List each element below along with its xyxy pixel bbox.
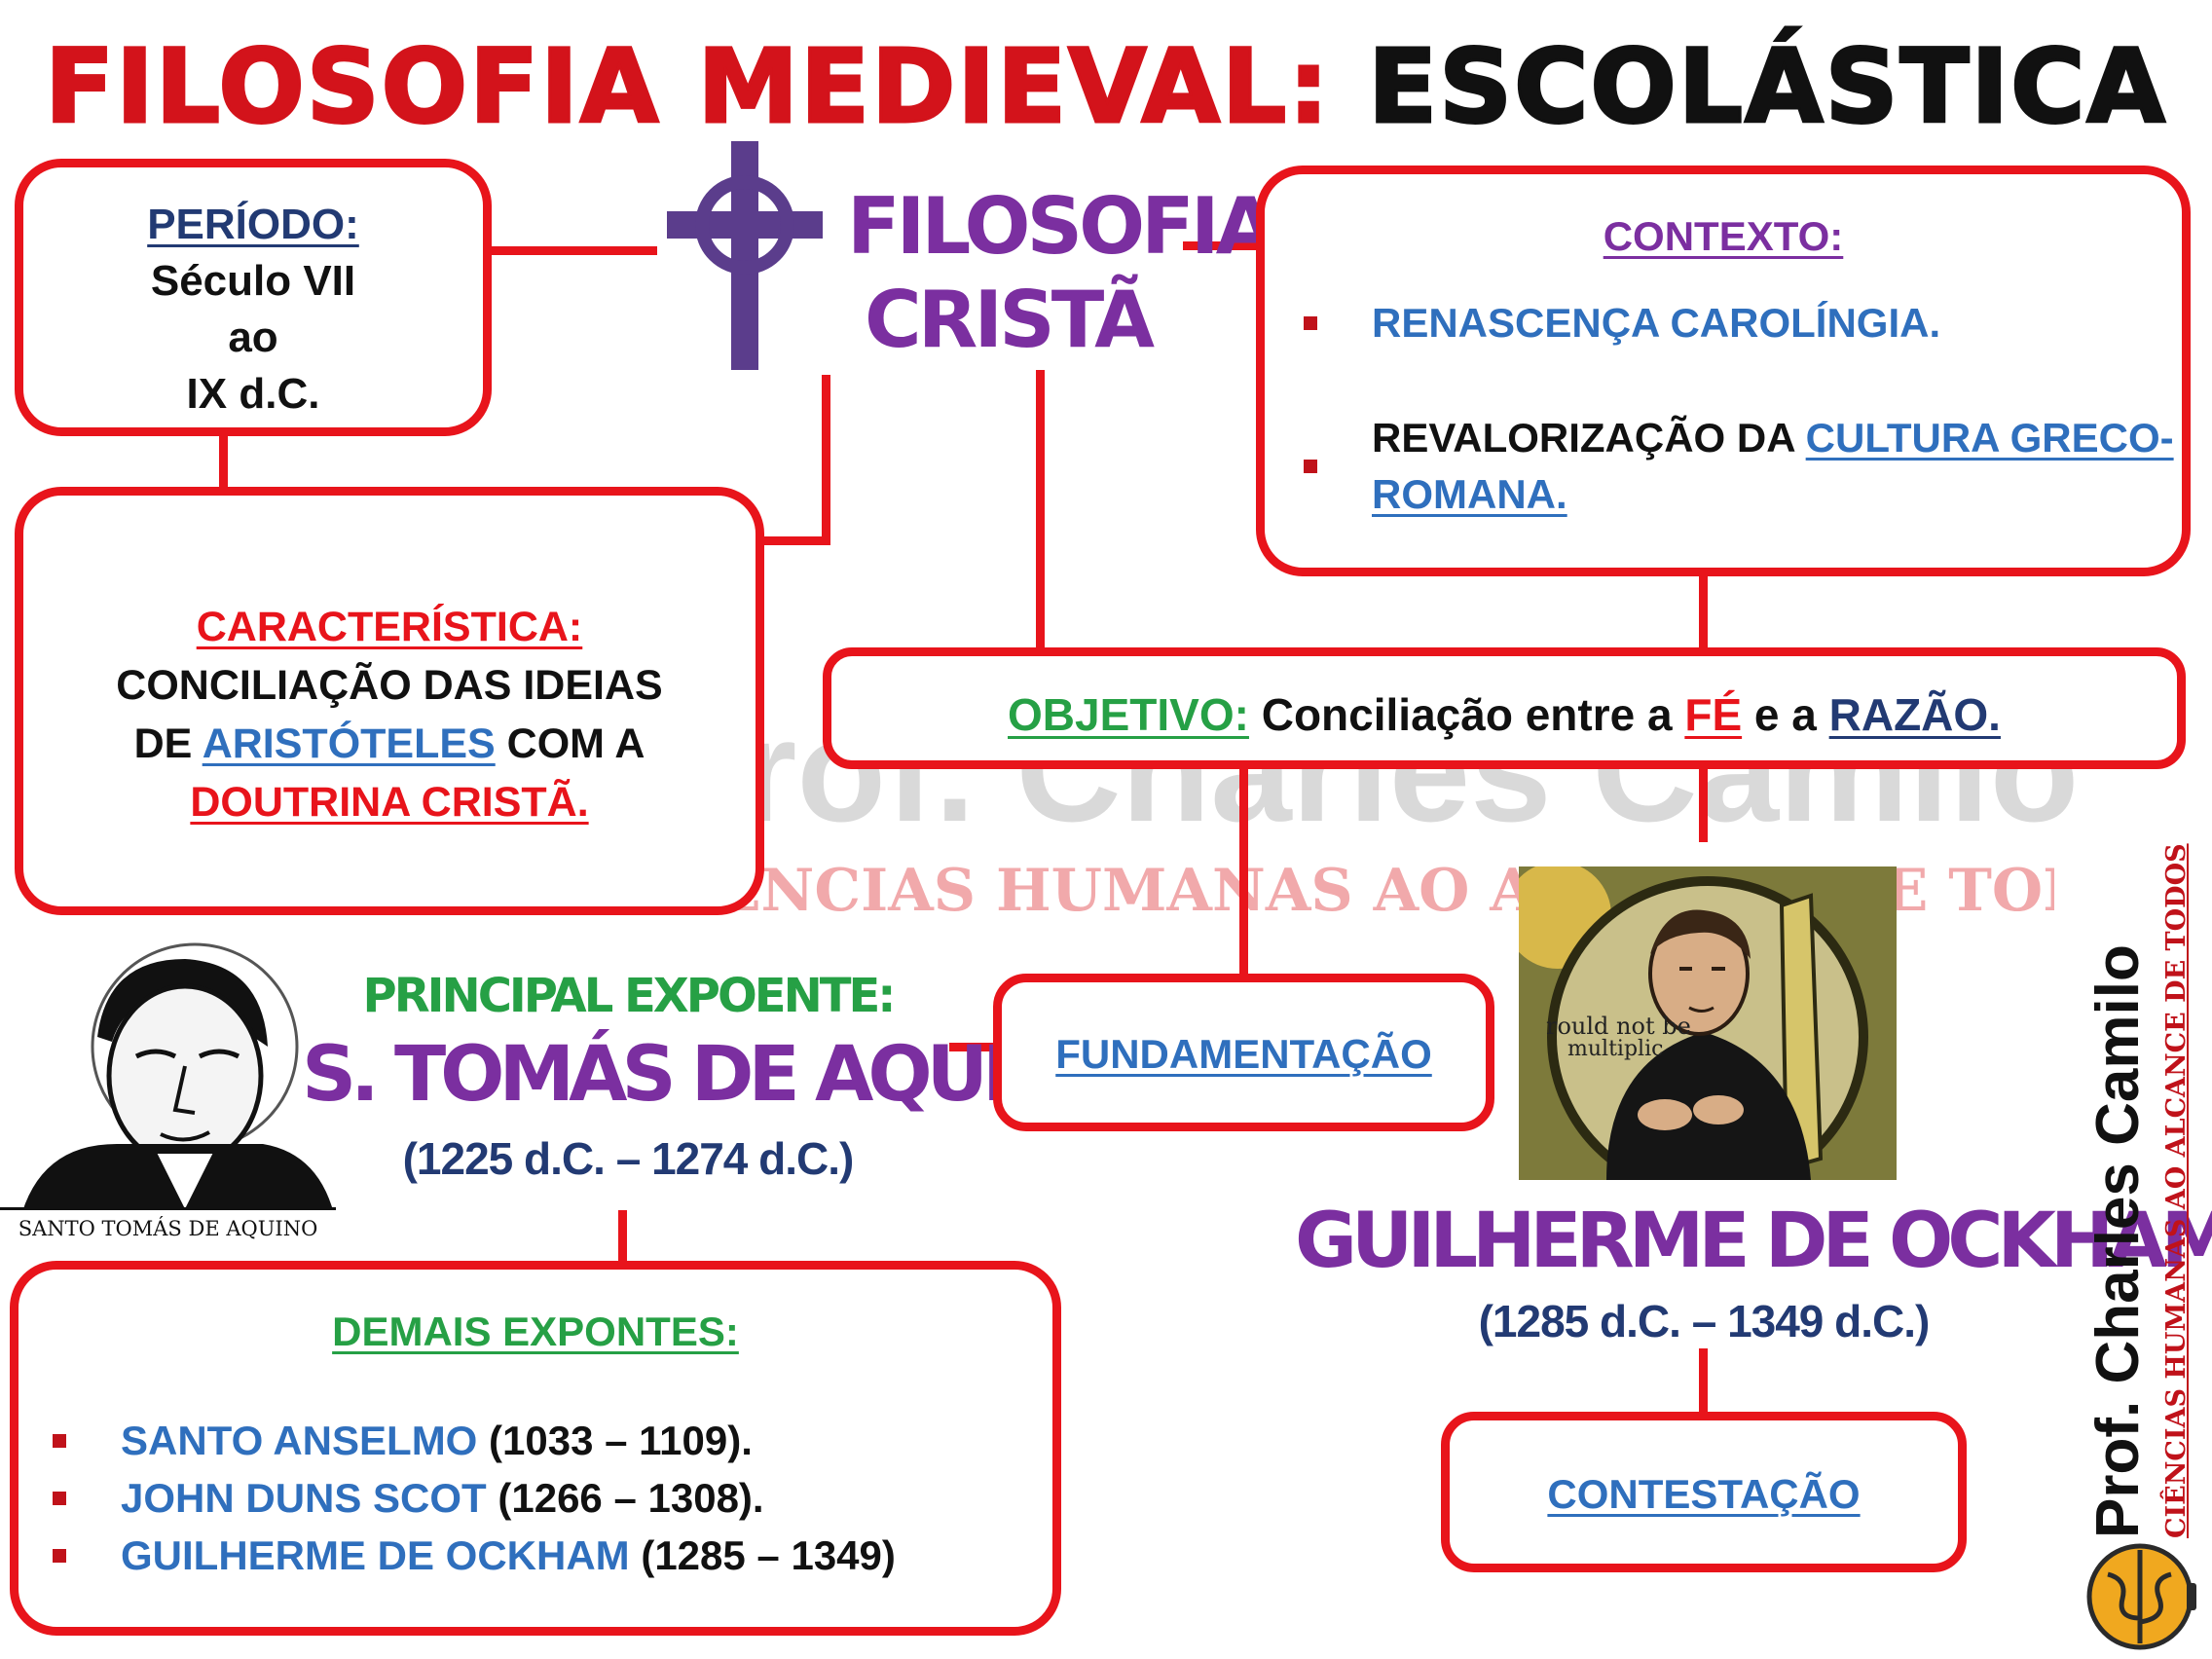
caracteristica-line3: DOUTRINA CRISTÃ. xyxy=(190,779,589,826)
objetivo-text: Conciliação entre a xyxy=(1261,689,1685,740)
brain-lightbulb-icon xyxy=(2086,1543,2196,1650)
contexto-box: CONTEXTO: RENASCENÇA CAROLÍNGIA. REVALOR… xyxy=(1256,166,2191,576)
contexto-item-1: RENASCENÇA CAROLÍNGIA. xyxy=(1304,295,2182,351)
principal-dates: (1225 d.C. – 1274 d.C.) xyxy=(402,1133,855,1184)
center-title: FILOSOFIA CRISTÃ xyxy=(847,180,1276,367)
connector-cristã-objetivo xyxy=(1036,370,1045,652)
caracteristica-box: CARACTERÍSTICA: CONCILIAÇÃO DAS IDEIAS D… xyxy=(15,487,764,915)
title-part1: FILOSOFIA MEDIEVAL: xyxy=(44,26,1331,148)
connector-ockham-contestacao xyxy=(1699,1348,1708,1414)
aquino-portrait-drawing xyxy=(19,942,336,1222)
contexto-list: RENASCENÇA CAROLÍNGIA. REVALORIZAÇÃO DA … xyxy=(1304,295,2182,523)
connector-objetivo-ockham xyxy=(1699,764,1708,842)
principal-name: S. TOMÁS DE AQUINO xyxy=(302,1031,1127,1119)
demais-box: DEMAIS EXPONTES: SANTO ANSELMO (1033 – 1… xyxy=(10,1261,1061,1636)
ockham-stained-glass xyxy=(1519,866,1897,1180)
objetivo-box: OBJETIVO: Conciliação entre a FÉ e a RAZ… xyxy=(823,647,2186,769)
connector-cristã-contexto xyxy=(1183,241,1261,250)
demais-item: SANTO ANSELMO (1033 – 1109). xyxy=(53,1412,1052,1469)
contexto-item-2: REVALORIZAÇÃO DA CULTURA GRECO-ROMANA. xyxy=(1304,410,2182,523)
celtic-cross-icon xyxy=(667,141,823,370)
demais-item: GUILHERME DE OCKHAM (1285 – 1349) xyxy=(53,1527,1052,1584)
side-brand-slogan: CIÊNCIAS HUMANAS AO ALCANCE DE TODOS xyxy=(2161,843,2192,1538)
contexto-label: CONTEXTO: xyxy=(1603,213,1844,259)
ockham-portrait: rould not be multiplic xyxy=(1519,866,1897,1180)
fundamentacao-label: FUNDAMENTAÇÃO xyxy=(1055,1031,1432,1077)
contexto-highlight: CULTURA GRECO-ROMANA. xyxy=(1372,415,2174,517)
principal-label: PRINCIPAL EXPOENTE: xyxy=(362,969,897,1023)
contestacao-label: CONTESTAÇÃO xyxy=(1547,1471,1861,1517)
aristoteles-text: ARISTÓTELES xyxy=(202,720,496,767)
periodo-line2: ao xyxy=(228,313,278,361)
caracteristica-line1: CONCILIAÇÃO DAS IDEIAS xyxy=(116,662,663,709)
caracteristica-line2: DE ARISTÓTELES COM A xyxy=(133,720,645,767)
connector-contexto-objetivo xyxy=(1699,574,1708,652)
aquino-portrait-caption: SANTO TOMÁS DE AQUINO xyxy=(0,1207,336,1247)
caracteristica-label: CARACTERÍSTICA: xyxy=(196,604,583,650)
objetivo-razao: RAZÃO. xyxy=(1828,689,2001,740)
connector-cross-caracteristica-h xyxy=(759,536,830,545)
ockham-glass-text1: rould not be xyxy=(1546,1013,1691,1040)
objetivo-label: OBJETIVO: xyxy=(1008,689,1249,740)
connector-principal-fundamentacao xyxy=(949,1043,998,1051)
periodo-box: PERÍODO: Século VII ao IX d.C. xyxy=(15,159,492,436)
demais-list: SANTO ANSELMO (1033 – 1109). JOHN DUNS S… xyxy=(53,1412,1052,1584)
ockham-dates: (1285 d.C. – 1349 d.C.) xyxy=(1478,1296,1931,1346)
connector-objetivo-fundamentacao xyxy=(1239,764,1248,978)
connector-cross-caracteristica-v xyxy=(822,375,830,545)
title-part2: ESCOLÁSTICA xyxy=(1367,26,2167,148)
objetivo-fe: FÉ xyxy=(1684,689,1743,740)
side-brand-name: Prof. Charles Camilo xyxy=(2084,944,2152,1538)
periodo-line3: IX d.C. xyxy=(186,370,320,418)
connector-periodo-cross xyxy=(492,246,657,255)
aquino-portrait: SANTO TOMÁS DE AQUINO xyxy=(0,920,336,1256)
center-line1: FILOSOFIA xyxy=(847,181,1276,272)
demais-item: JOHN DUNS SCOT (1266 – 1308). xyxy=(53,1469,1052,1527)
page-title: FILOSOFIA MEDIEVAL: ESCOLÁSTICA xyxy=(0,26,2212,148)
connector-principal-demais xyxy=(618,1210,627,1264)
connector-periodo-caracteristica xyxy=(219,428,228,487)
ockham-name: GUILHERME DE OCKHAM xyxy=(1295,1198,2212,1285)
periodo-line1: Século VII xyxy=(150,257,356,305)
demais-label: DEMAIS EXPONTES: xyxy=(332,1309,739,1354)
principal-block: PRINCIPAL EXPOENTE: S. TOMÁS DE AQUINO (… xyxy=(302,969,1127,1185)
ockham-glass-text2: multiplic xyxy=(1567,1037,1664,1061)
center-line2: CRISTÃ xyxy=(865,275,1155,365)
contestacao-box: CONTESTAÇÃO xyxy=(1441,1412,1967,1572)
ockham-block: GUILHERME DE OCKHAM (1285 d.C. – 1349 d.… xyxy=(1295,1198,2212,1347)
fundamentacao-box: FUNDAMENTAÇÃO xyxy=(993,974,1494,1131)
periodo-label: PERÍODO: xyxy=(147,201,359,248)
